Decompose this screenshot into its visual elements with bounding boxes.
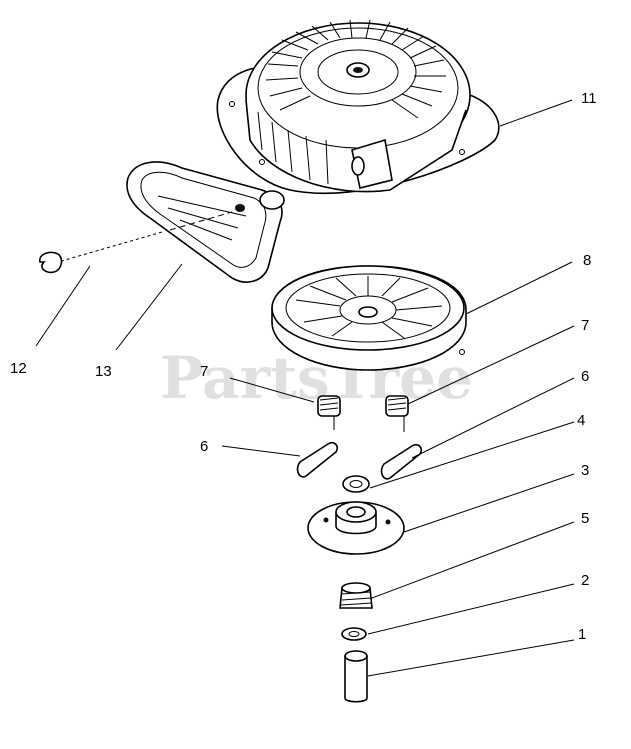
leader-lines: [35, 99, 575, 677]
callout-13: 13: [95, 363, 112, 380]
callout-5: 5: [581, 510, 589, 527]
callout-2: 2: [581, 572, 589, 589]
pin-icon[interactable]: [344, 650, 368, 703]
callout-11: 11: [581, 90, 597, 107]
washer-icon[interactable]: [342, 475, 370, 493]
washer-icon[interactable]: [341, 627, 367, 641]
callout-4: 4: [577, 412, 585, 429]
callout-1: 1: [578, 626, 586, 643]
spring-icon[interactable]: [317, 395, 341, 430]
callout-8: 8: [583, 252, 591, 269]
pawl-icon[interactable]: [296, 441, 339, 478]
spring-icon[interactable]: [339, 582, 373, 609]
callout-7-left: 7: [200, 363, 208, 380]
callout-labels: 11 8 7 7 6 6 4 3 5 2 1 12 13: [10, 90, 597, 643]
callout-12: 12: [10, 360, 27, 377]
callout-6-right: 6: [581, 368, 589, 385]
cam-icon[interactable]: [307, 501, 405, 555]
callout-3: 3: [581, 462, 589, 479]
pulley-icon[interactable]: [271, 265, 467, 371]
handle-icon[interactable]: [126, 161, 285, 283]
spring-icon[interactable]: [385, 395, 409, 432]
rope-icon[interactable]: [39, 211, 233, 274]
callout-7-right: 7: [581, 317, 589, 334]
callout-6-left: 6: [200, 438, 208, 455]
housing-icon[interactable]: [216, 19, 500, 195]
